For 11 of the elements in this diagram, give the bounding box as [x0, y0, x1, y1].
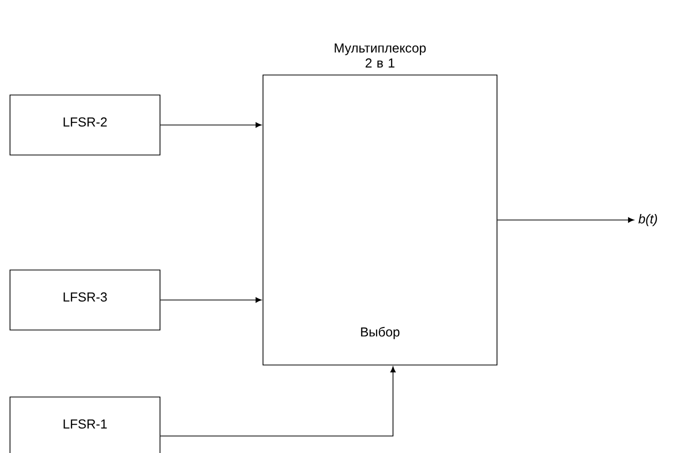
register-box: LFSR-3 [10, 270, 160, 330]
arrow [497, 217, 634, 223]
register-box: LFSR-1 [10, 396, 160, 453]
output-label: b(t) [638, 214, 657, 226]
arrow [160, 297, 262, 303]
input-label: Выбор [361, 326, 400, 340]
register-box: LFSR-2 [10, 94, 160, 156]
block-heading: Мультиплексор 2 в 1 [334, 44, 426, 68]
arrow [160, 366, 396, 436]
arrow [160, 122, 262, 128]
multiplexer-box [262, 44, 498, 366]
